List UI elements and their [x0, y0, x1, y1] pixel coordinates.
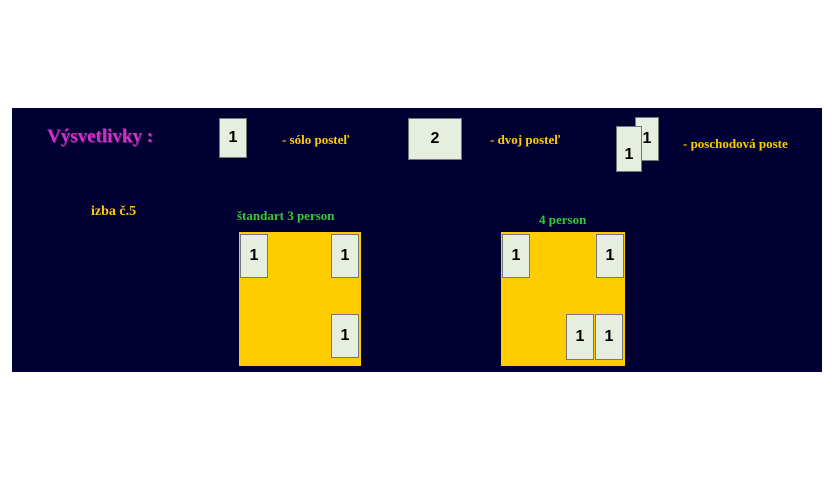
room-2: 1 1 1 1 — [501, 232, 625, 366]
room-title: izba č.5 — [91, 204, 137, 219]
room-2-bed: 1 — [595, 314, 623, 360]
legend-title: Výsvetlivky : — [47, 126, 154, 147]
room-1-label: štandart 3 person — [237, 208, 335, 223]
room-1-bed: 1 — [240, 234, 268, 278]
room-2-bed: 1 — [502, 234, 530, 278]
room-1: 1 1 1 — [239, 232, 361, 366]
legend-single-bed: 1 — [219, 118, 247, 158]
legend-bunk-bed-bottom: 1 — [616, 126, 642, 172]
legend-single-bed-label: - sólo posteľ — [282, 132, 350, 147]
legend-bunk-bed-label: - poschodová poste — [683, 136, 788, 151]
legend-double-bed: 2 — [408, 118, 462, 160]
room-1-bed: 1 — [331, 314, 359, 358]
room-2-bed: 1 — [596, 234, 624, 278]
legend-double-bed-label: - dvoj posteľ — [490, 132, 561, 147]
room-2-label: 4 person — [539, 212, 587, 227]
room-2-bed: 1 — [566, 314, 594, 360]
floor-plan-panel: Výsvetlivky : 1 - sólo posteľ 2 - dvoj p… — [12, 108, 822, 372]
room-1-bed: 1 — [331, 234, 359, 278]
